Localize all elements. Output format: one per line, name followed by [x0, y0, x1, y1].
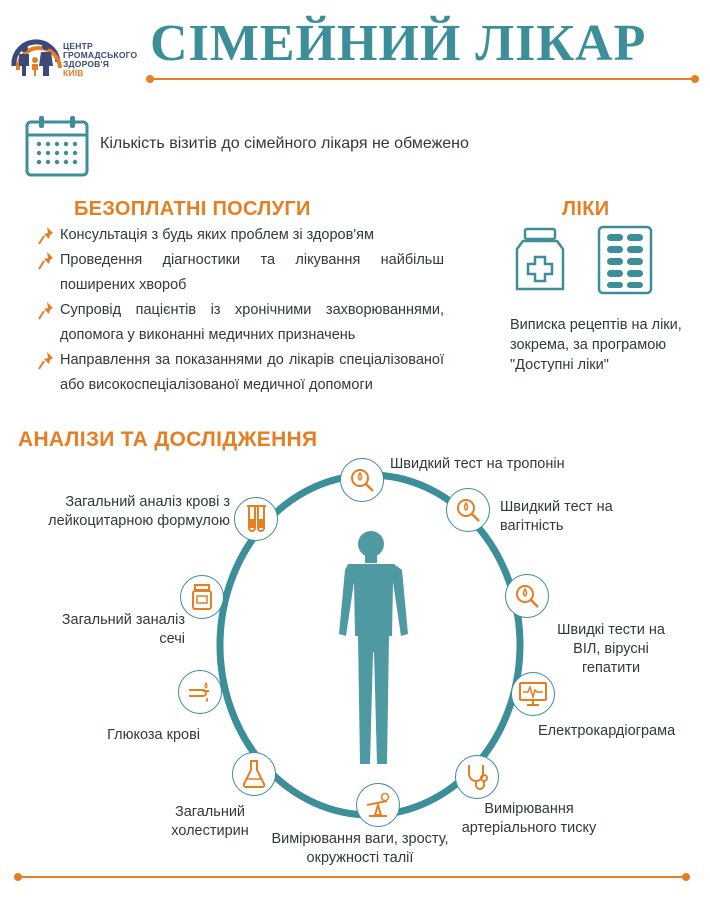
ecg-node [511, 672, 555, 716]
blood-label: Загальний аналіз крові з лейкоцитарною ф… [48, 494, 230, 529]
logo-line-1: ЦЕНТР [63, 41, 93, 51]
glucose-node [178, 670, 222, 714]
service-text: Супровід пацієнтів із хронічними захворю… [60, 302, 444, 343]
medicine-bottle-icon [515, 227, 565, 291]
magnifier-drop-icon [351, 469, 374, 492]
visits-text: Кількість візитів до сімейного лікаря не… [100, 135, 469, 152]
pressure-label: Вимірювання артеріального тиску [461, 801, 597, 836]
cholesterol-node [232, 752, 276, 796]
tests-heading: АНАЛІЗИ ТА ДОСЛІДЖЕННЯ [18, 428, 318, 451]
urine-node [180, 575, 224, 619]
logo-line-2: ГРОМАДСЬКОГО [63, 50, 138, 60]
ecg-monitor-icon [519, 682, 547, 706]
finger-drop-icon [189, 681, 209, 702]
pills-blister-icon [597, 225, 653, 295]
stethoscope-icon [468, 765, 488, 790]
logo-family-icon [11, 39, 62, 76]
logo-line-3: ЗДОРОВ'Я [63, 59, 110, 69]
human-body-icon [339, 531, 408, 764]
list-item: Консультація з будь яких проблем зі здор… [38, 223, 444, 248]
pin-icon [38, 352, 53, 370]
logo-line-4: КИЇВ [63, 68, 84, 78]
list-item: Направлення за показаннями до лікарів сп… [38, 348, 444, 398]
weight-node [356, 783, 400, 827]
pregnancy-node [446, 488, 490, 532]
urine-label: Загальний заналіз сечі [61, 612, 185, 647]
medicines-heading: ЛІКИ [562, 198, 610, 220]
service-text: Консультація з будь яких проблем зі здор… [60, 227, 374, 243]
sample-jar-icon [192, 584, 212, 610]
test-tubes-icon [247, 505, 266, 532]
blood-node [234, 497, 278, 541]
flask-icon [242, 760, 266, 788]
list-item: Супровід пацієнтів із хронічними захворю… [38, 298, 444, 348]
medicines-text: Виписка рецептів на ліки, зокрема, за пр… [510, 317, 682, 373]
calendar-icon [25, 116, 89, 177]
ecg-label: Електрокардіограма [538, 723, 676, 739]
pin-icon [38, 252, 53, 270]
free-services-list: Консультація з будь яких проблем зі здор… [38, 223, 444, 398]
glucose-label: Глюкоза крові [107, 727, 200, 743]
hiv-label: Швидкі тести на ВІЛ, вірусні гепатити [557, 622, 665, 676]
title-divider [146, 75, 699, 83]
list-item: Проведення діагностики та лікування найб… [38, 248, 444, 298]
magnifier-drop-icon [457, 499, 480, 522]
pregnancy-label: Швидкий тест на вагітність [500, 499, 613, 534]
bottom-divider [14, 873, 690, 881]
scale-icon [366, 792, 390, 817]
magnifier-drop-icon [516, 585, 539, 608]
pin-icon [38, 227, 53, 245]
cholesterol-label: Загальний холестирин [171, 804, 249, 839]
page-title: СІМЕЙНИЙ ЛІКАР [150, 15, 647, 72]
hiv-node [505, 574, 549, 618]
free-services-heading: БЕЗОПЛАТНІ ПОСЛУГИ [74, 198, 311, 220]
logo: ЦЕНТР ГРОМАДСЬКОГО ЗДОРОВ'Я КИЇВ [10, 26, 150, 84]
pin-icon [38, 302, 53, 320]
service-text: Проведення діагностики та лікування найб… [60, 252, 444, 293]
service-text: Направлення за показаннями до лікарів сп… [60, 352, 444, 393]
weight-label: Вимірювання ваги, зросту, окружності тал… [271, 831, 449, 866]
troponin-node [340, 458, 384, 502]
troponin-label: Швидкий тест на тропонін [390, 456, 565, 472]
pressure-node [455, 755, 499, 799]
